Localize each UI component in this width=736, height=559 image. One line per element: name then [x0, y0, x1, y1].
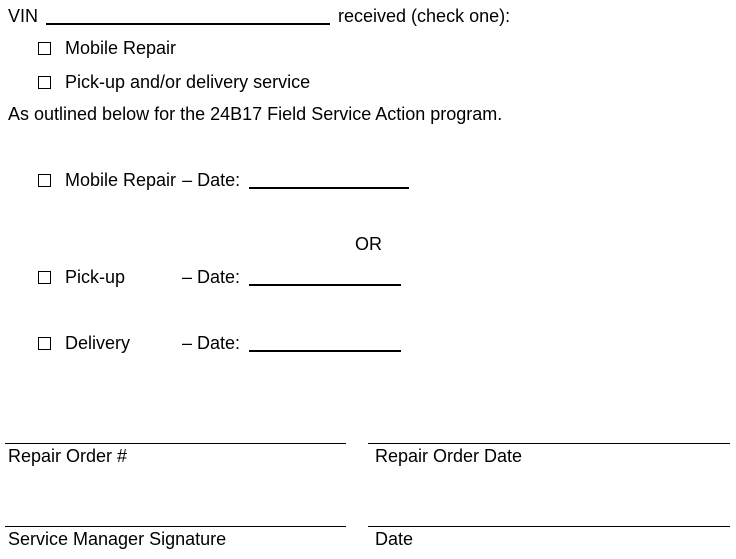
option-row-mobile-repair: Mobile Repair	[38, 38, 176, 59]
pickup-date-row: Pick-up – Date:	[38, 267, 402, 288]
or-separator: OR	[355, 234, 382, 254]
mobile-repair-date-row: Mobile Repair– Date:	[38, 170, 410, 191]
delivery-date-row: Delivery – Date:	[38, 333, 402, 354]
pickup-checkbox[interactable]	[38, 271, 51, 284]
pickup-date-input-line[interactable]	[249, 268, 402, 286]
vin-suffix-label: received (check one):	[338, 6, 511, 26]
service-manager-signature-label: Service Manager Signature	[8, 529, 227, 549]
repair-order-date-line[interactable]	[368, 443, 730, 444]
mobile-repair-date-label: Mobile Repair	[65, 170, 177, 190]
signature-date-label: Date	[375, 529, 414, 549]
delivery-label: Delivery	[65, 333, 131, 353]
pickup-label: Pick-up	[65, 267, 126, 287]
option-row-pickup-delivery-service: Pick-up and/or delivery service	[38, 72, 310, 93]
delivery-date-input-line[interactable]	[249, 334, 402, 352]
signature-date-line[interactable]	[368, 526, 730, 527]
mobile-repair-option-label: Mobile Repair	[65, 38, 177, 58]
delivery-checkbox[interactable]	[38, 337, 51, 350]
vin-label: VIN	[8, 6, 39, 26]
pickup-delivery-service-option-label: Pick-up and/or delivery service	[65, 72, 311, 92]
mobile-repair-checkbox[interactable]	[38, 42, 51, 55]
repair-order-date-label: Repair Order Date	[375, 446, 523, 466]
service-manager-signature-line[interactable]	[5, 526, 346, 527]
repair-order-number-label: Repair Order #	[8, 446, 128, 466]
delivery-date-prefix: – Date:	[182, 333, 241, 353]
vin-input-line[interactable]	[46, 7, 331, 25]
program-statement: As outlined below for the 24B17 Field Se…	[8, 104, 503, 124]
vin-row: VIN received (check one):	[8, 6, 510, 27]
repair-order-number-line[interactable]	[5, 443, 346, 444]
mobile-repair-date-prefix: – Date:	[182, 170, 241, 190]
pickup-delivery-service-checkbox[interactable]	[38, 76, 51, 89]
pickup-date-prefix: – Date:	[182, 267, 241, 287]
mobile-repair-date-checkbox[interactable]	[38, 174, 51, 187]
mobile-repair-date-input-line[interactable]	[249, 171, 410, 189]
